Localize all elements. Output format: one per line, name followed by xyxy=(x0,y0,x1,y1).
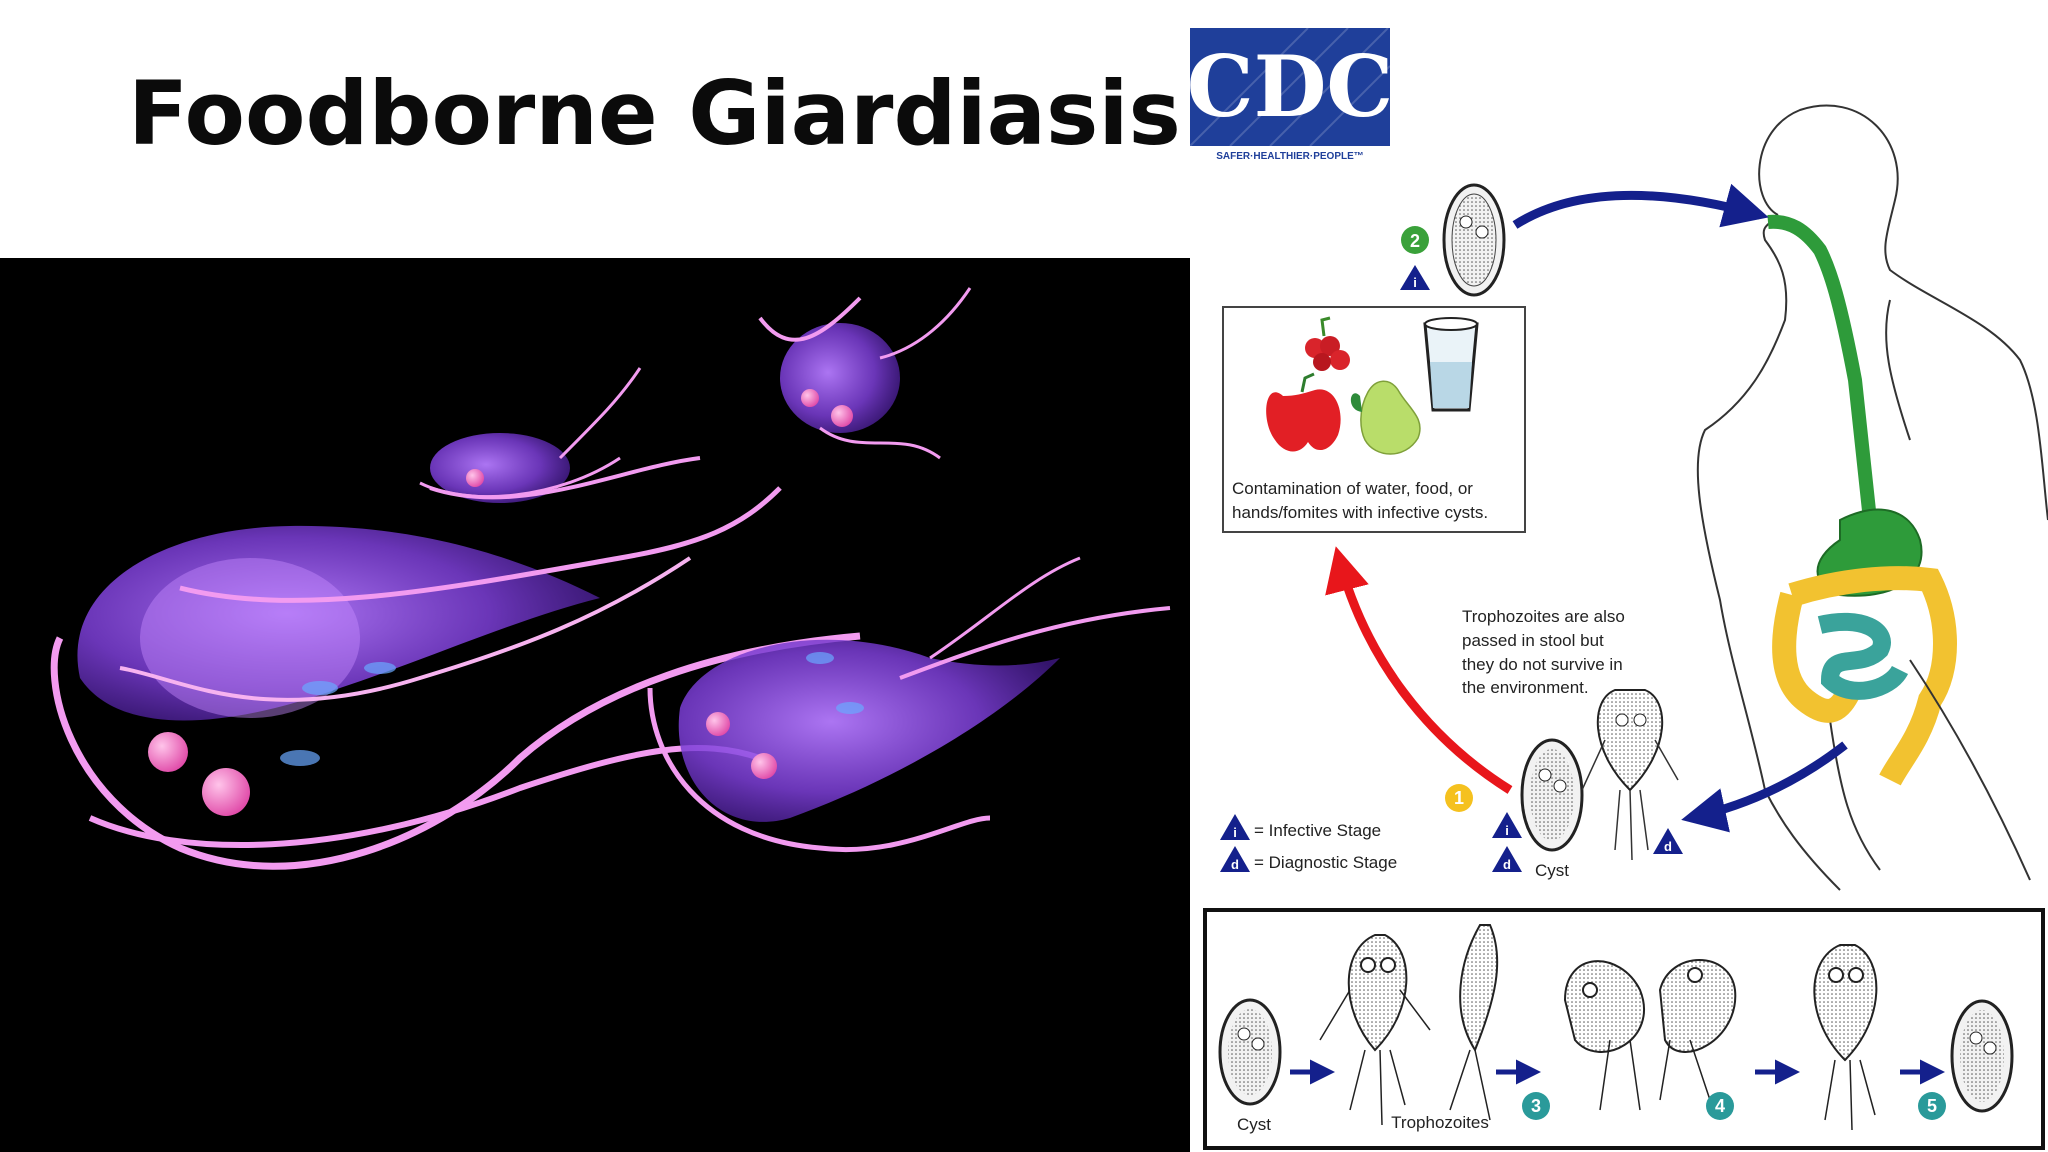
nucleus xyxy=(202,768,250,816)
trophozoite-pair xyxy=(1319,924,1499,1126)
step-4-badge xyxy=(1706,1092,1734,1120)
svg-text:d: d xyxy=(1503,857,1511,872)
svg-text:CDC: CDC xyxy=(1190,37,1390,136)
svg-text:2: 2 xyxy=(1410,231,1420,251)
small-intestine xyxy=(1817,612,1909,700)
excretion-arrow xyxy=(1681,741,1848,833)
svg-text:the environment.: the environment. xyxy=(1462,678,1589,697)
legend-diagnostic: = Diagnostic Stage xyxy=(1254,853,1397,872)
step-5-badge xyxy=(1918,1092,1946,1120)
svg-text:3: 3 xyxy=(1531,1096,1541,1116)
dividing-trophozoite xyxy=(1563,959,1737,1111)
nucleus xyxy=(148,732,188,772)
cdc-logo: CDC SAFER·HEALTHIER·PEOPLE™ xyxy=(1190,28,1390,162)
svg-text:5: 5 xyxy=(1927,1096,1937,1116)
diagnostic-marker xyxy=(1653,828,1683,854)
legend-infective: = Infective Stage xyxy=(1254,821,1381,840)
step-1-badge xyxy=(1445,784,1473,812)
lifecycle-diagram: 2 i Contamination of water, food, or han… xyxy=(1203,104,2048,1150)
svg-text:hands/fomites with infective c: hands/fomites with infective cysts. xyxy=(1232,503,1488,522)
pear-icon xyxy=(1350,380,1421,455)
svg-text:1: 1 xyxy=(1454,788,1464,808)
trophozoite-large xyxy=(50,486,861,870)
infective-marker xyxy=(1400,265,1430,290)
page-title: Foodborne Giardiasis xyxy=(128,62,1181,165)
svg-text:passed in stool but: passed in stool but xyxy=(1462,631,1604,650)
svg-text:i: i xyxy=(1505,823,1509,838)
svg-text:Trophozoites are also: Trophozoites are also xyxy=(1462,607,1625,626)
infective-marker xyxy=(1492,812,1522,838)
esophagus xyxy=(1767,214,1877,521)
trophozoite-excreted xyxy=(1581,689,1679,861)
return-arrow xyxy=(1325,546,1513,794)
water-glass-icon xyxy=(1423,317,1479,412)
trophozoite-single xyxy=(1813,944,1878,1131)
svg-text:i: i xyxy=(1233,825,1237,840)
cyst-excreted xyxy=(1520,738,1584,852)
apple-icon xyxy=(1266,372,1341,452)
svg-text:i: i xyxy=(1413,275,1417,290)
diagnostic-marker xyxy=(1492,846,1522,872)
svg-text:d: d xyxy=(1231,857,1239,872)
legend-infective-marker xyxy=(1220,814,1250,840)
svg-text:SAFER·HEALTHIER·PEOPLE™: SAFER·HEALTHIER·PEOPLE™ xyxy=(1216,151,1364,162)
colon xyxy=(1772,566,1957,786)
svg-text:Cyst: Cyst xyxy=(1535,861,1569,880)
svg-text:4: 4 xyxy=(1715,1096,1725,1116)
svg-text:Trophozoites: Trophozoites xyxy=(1391,1113,1489,1132)
svg-text:d: d xyxy=(1664,839,1672,854)
trophozoite-small-1 xyxy=(419,367,701,503)
giardia-illustration xyxy=(0,258,1190,1152)
trophozoite-small-2 xyxy=(758,287,972,460)
ingestion-arrow xyxy=(1512,183,1769,229)
cyst-bottom-left xyxy=(1218,998,1282,1106)
svg-text:Contamination of water, food,: Contamination of water, food, or xyxy=(1232,479,1473,498)
cyst-bottom-right xyxy=(1950,999,2014,1113)
step-3-badge xyxy=(1522,1092,1550,1120)
svg-text:Cyst: Cyst xyxy=(1237,1115,1271,1134)
step-2-badge xyxy=(1401,226,1429,254)
cyst-ingested xyxy=(1442,183,1506,297)
svg-text:they do not survive in: they do not survive in xyxy=(1462,655,1623,674)
legend-diagnostic-marker xyxy=(1220,846,1250,872)
raspberries-icon xyxy=(1305,316,1350,371)
trophozoite-medium xyxy=(647,556,1171,852)
